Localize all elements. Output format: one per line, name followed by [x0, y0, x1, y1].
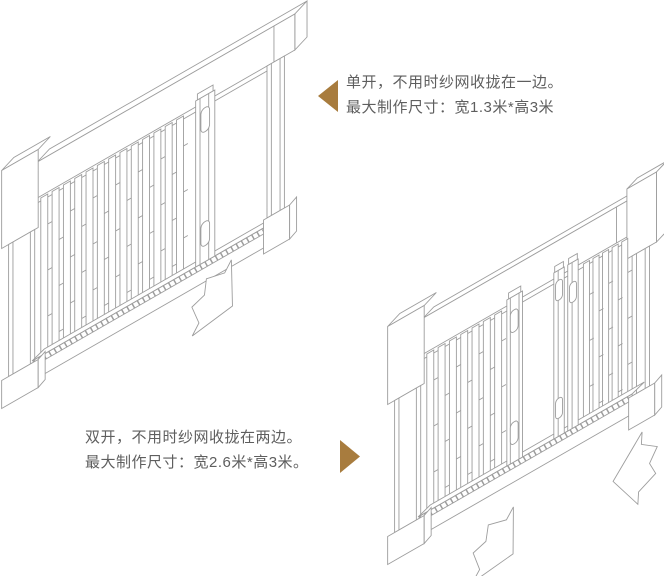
double-screen-illustration: [374, 180, 664, 576]
pull-bar-right: [554, 253, 578, 439]
pointer-right-icon: [340, 440, 360, 473]
single-open-line1: 单开，不用时纱网收拢在一边。: [346, 74, 564, 91]
single-screen-figure: [0, 0, 312, 396]
pointer-left-icon: [318, 80, 338, 112]
double-open-line2: 最大制作尺寸：宽2.6米*高3米。: [85, 454, 309, 471]
slide-direction-arrow-right-icon: [459, 500, 534, 576]
single-screen-illustration: [0, 0, 312, 396]
double-screen-figure: [374, 180, 664, 576]
slide-direction-arrow-left-icon: [610, 423, 660, 519]
double-open-note: 双开，不用时纱网收拢在两边。 最大制作尺寸：宽2.6米*高3米。: [85, 425, 309, 475]
single-open-note: 单开，不用时纱网收拢在一边。 最大制作尺寸：宽1.3米*高3米: [346, 70, 563, 120]
pull-bar-left: [507, 285, 523, 466]
pleated-mesh-right: [582, 237, 633, 421]
double-open-line1: 双开，不用时纱网收拢在两边。: [85, 429, 303, 446]
single-open-line2: 最大制作尺寸：宽1.3米*高3米: [346, 99, 555, 116]
pull-bar: [196, 84, 215, 267]
